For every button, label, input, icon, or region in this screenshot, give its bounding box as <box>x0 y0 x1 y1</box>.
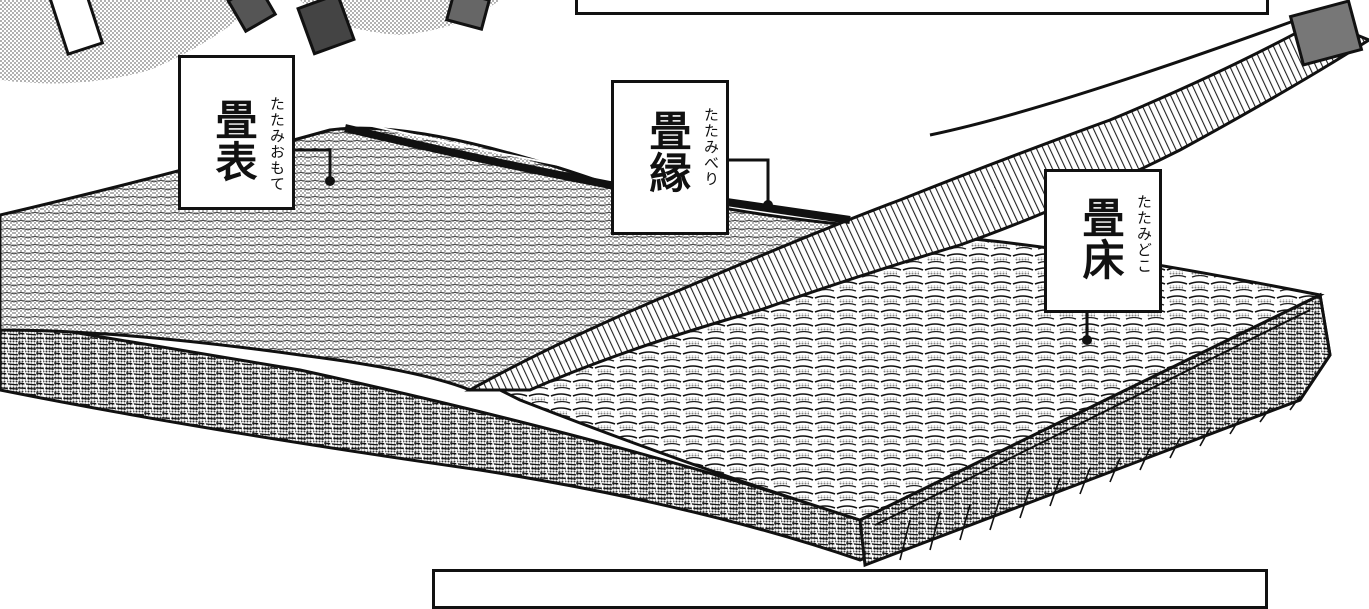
label-ruby: たたみどこ <box>1135 194 1153 274</box>
callout-tatami-doko: 畳床 たたみどこ <box>1044 169 1162 313</box>
callout-tatami-beri: 畳縁 たたみべり <box>611 80 729 235</box>
leader-dots <box>325 176 1092 345</box>
label-kanji: 畳床 <box>1076 196 1125 280</box>
background-sketch <box>0 0 500 84</box>
callout-tatami-omote: 畳表 たたみおもて <box>178 55 295 210</box>
bottom-panel-frame <box>432 569 1268 609</box>
label-kanji: 畳縁 <box>643 109 692 193</box>
label-ruby: たたみおもて <box>268 96 286 192</box>
label-kanji: 畳表 <box>209 98 258 182</box>
label-ruby: たたみべり <box>702 107 720 187</box>
tatami-beri <box>344 119 851 224</box>
top-panel-frame <box>575 0 1269 15</box>
